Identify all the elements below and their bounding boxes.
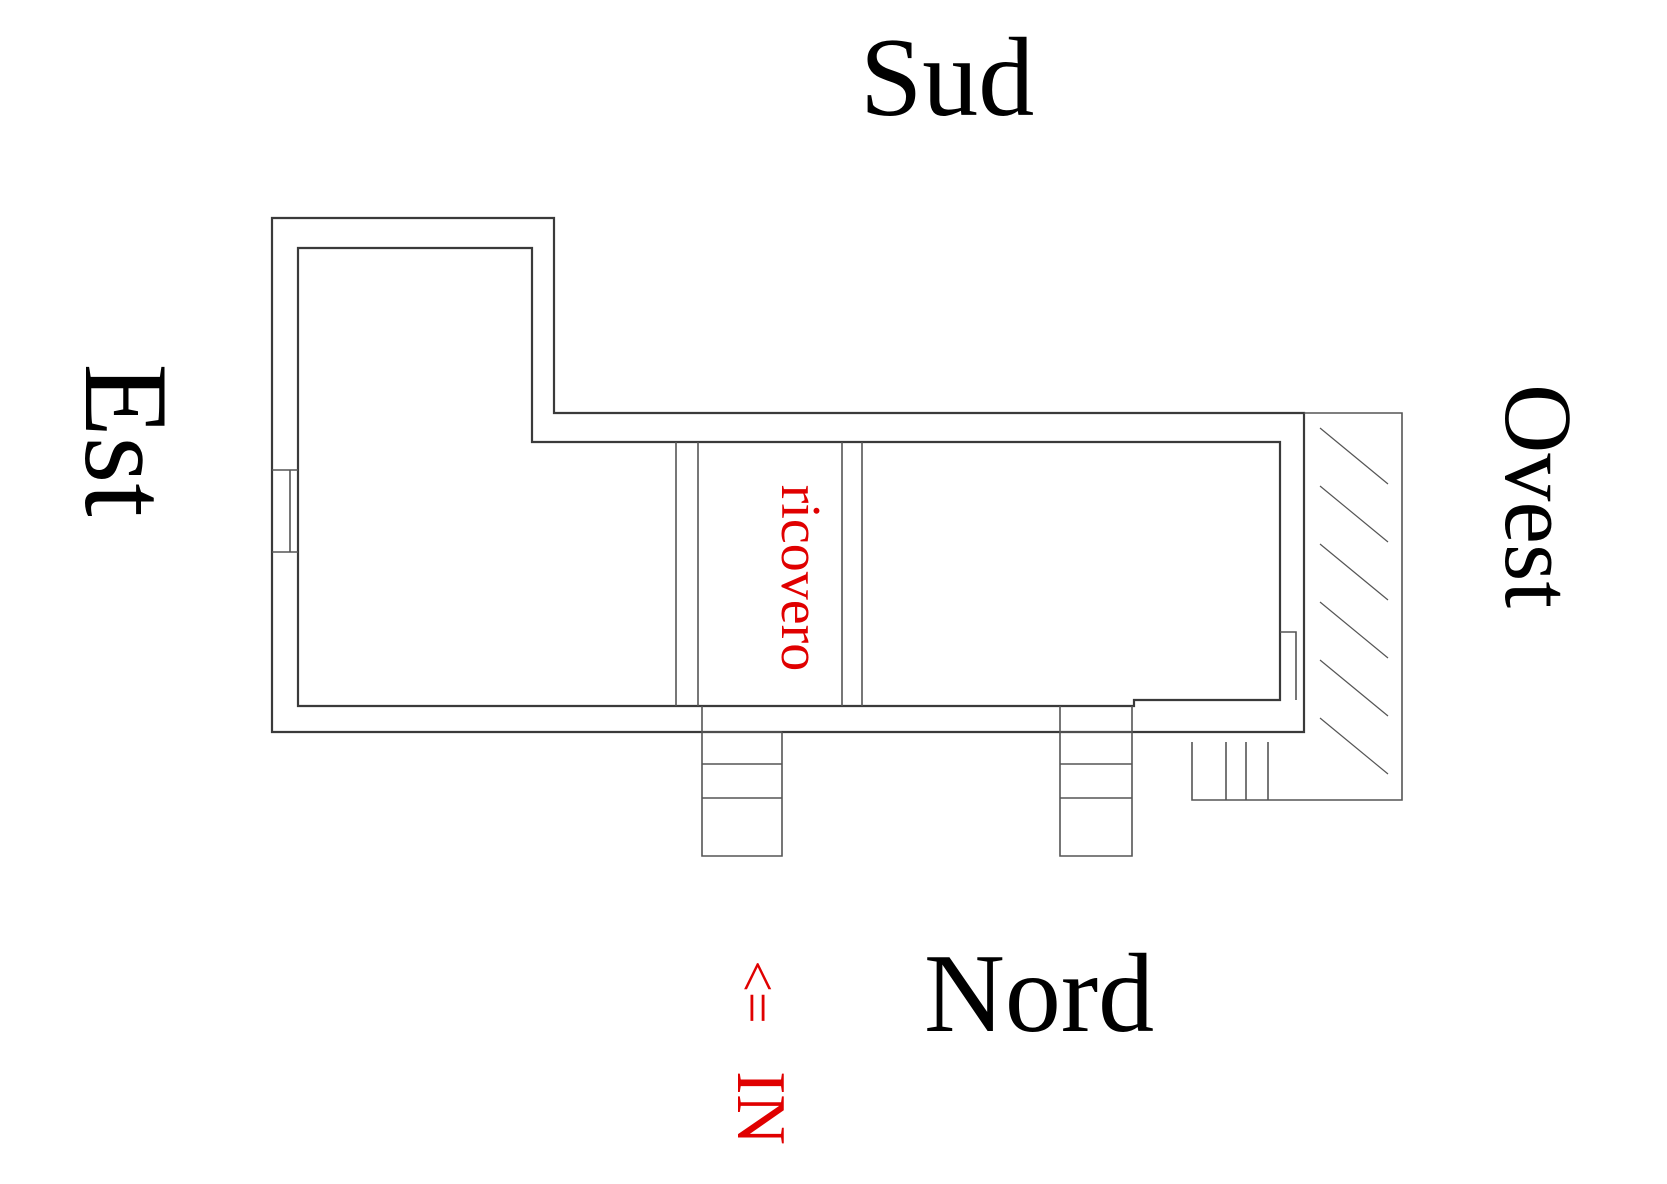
label-entrance: IN [722, 1071, 799, 1145]
front-steps-2 [1059, 706, 1133, 857]
label-shelter: ricovero [769, 484, 831, 672]
front-steps-1 [701, 706, 783, 857]
hatched-annex [1304, 412, 1403, 801]
label-south: Sud [860, 16, 1035, 140]
entrance-arrow-icon: <= [726, 960, 788, 1024]
inner-wall [296, 246, 1282, 708]
label-east: Est [60, 363, 193, 517]
label-north: Nord [924, 932, 1155, 1056]
west-wall-notch [1280, 631, 1297, 700]
label-west: Ovest [1485, 384, 1592, 608]
east-wall-opening [272, 469, 298, 553]
shelter-partitions [675, 442, 863, 706]
side-steps [1191, 742, 1304, 801]
